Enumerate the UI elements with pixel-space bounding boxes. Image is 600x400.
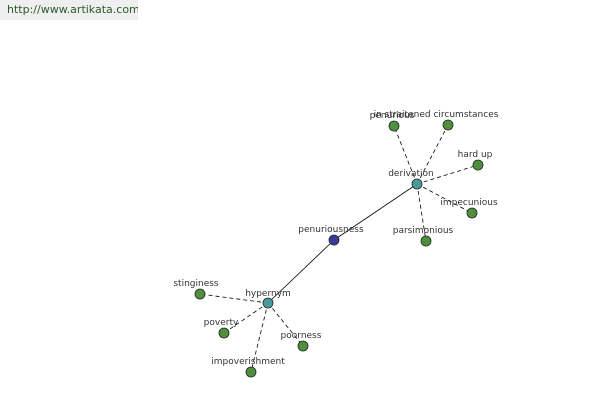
node-label-stinginess[interactable]: stinginess: [173, 279, 219, 289]
node-parsimonious[interactable]: [420, 235, 432, 247]
graph-nodes: [194, 119, 484, 378]
node-label-hypernym[interactable]: hypernym: [245, 289, 291, 299]
node-derivation[interactable]: [411, 178, 423, 190]
node-label-impoverishment[interactable]: impoverishment: [211, 357, 285, 367]
graph-edges: [199, 124, 479, 373]
node-poverty[interactable]: [218, 327, 230, 339]
node-label-derivation[interactable]: derivation: [388, 169, 434, 179]
node-hardup[interactable]: [472, 159, 484, 171]
node-label-parsimonious[interactable]: parsimonious: [393, 226, 454, 236]
edge-derivation-parsimonious: [416, 183, 427, 242]
edge-hypernym-poverty: [223, 302, 269, 334]
edge-hypernym-stinginess: [199, 293, 269, 304]
node-label-straitened[interactable]: in straitened circumstances: [374, 110, 499, 120]
node-impoverishment[interactable]: [245, 366, 257, 378]
node-impecunious[interactable]: [466, 207, 478, 219]
edge-hypernym-poorness: [267, 302, 304, 347]
node-straitened[interactable]: [442, 119, 454, 131]
node-label-impecunious[interactable]: impecunious: [440, 198, 498, 208]
node-label-hardup[interactable]: hard up: [458, 150, 493, 160]
edge-penuriousness-derivation: [333, 183, 418, 241]
node-label-poorness[interactable]: poorness: [281, 331, 322, 341]
node-label-poverty[interactable]: poverty: [204, 318, 239, 328]
node-penuriousness[interactable]: [328, 234, 340, 246]
edge-derivation-impecunious: [416, 183, 473, 214]
node-stinginess[interactable]: [194, 288, 206, 300]
node-penurious[interactable]: [388, 120, 400, 132]
node-hypernym[interactable]: [262, 297, 274, 309]
edge-derivation-penurious: [393, 125, 418, 185]
edge-derivation-hardup: [416, 164, 479, 185]
edge-penuriousness-hypernym: [267, 239, 335, 304]
node-label-penurious[interactable]: penurious: [370, 111, 415, 121]
graph-labels: penuriousness derivation hypernym penurious…: [173, 110, 498, 367]
node-label-penuriousness[interactable]: penuriousness: [298, 225, 364, 235]
site-url-banner[interactable]: http://www.artikata.com: [0, 0, 138, 20]
edge-hypernym-impoverishment: [250, 302, 269, 373]
node-poorness[interactable]: [297, 340, 309, 352]
